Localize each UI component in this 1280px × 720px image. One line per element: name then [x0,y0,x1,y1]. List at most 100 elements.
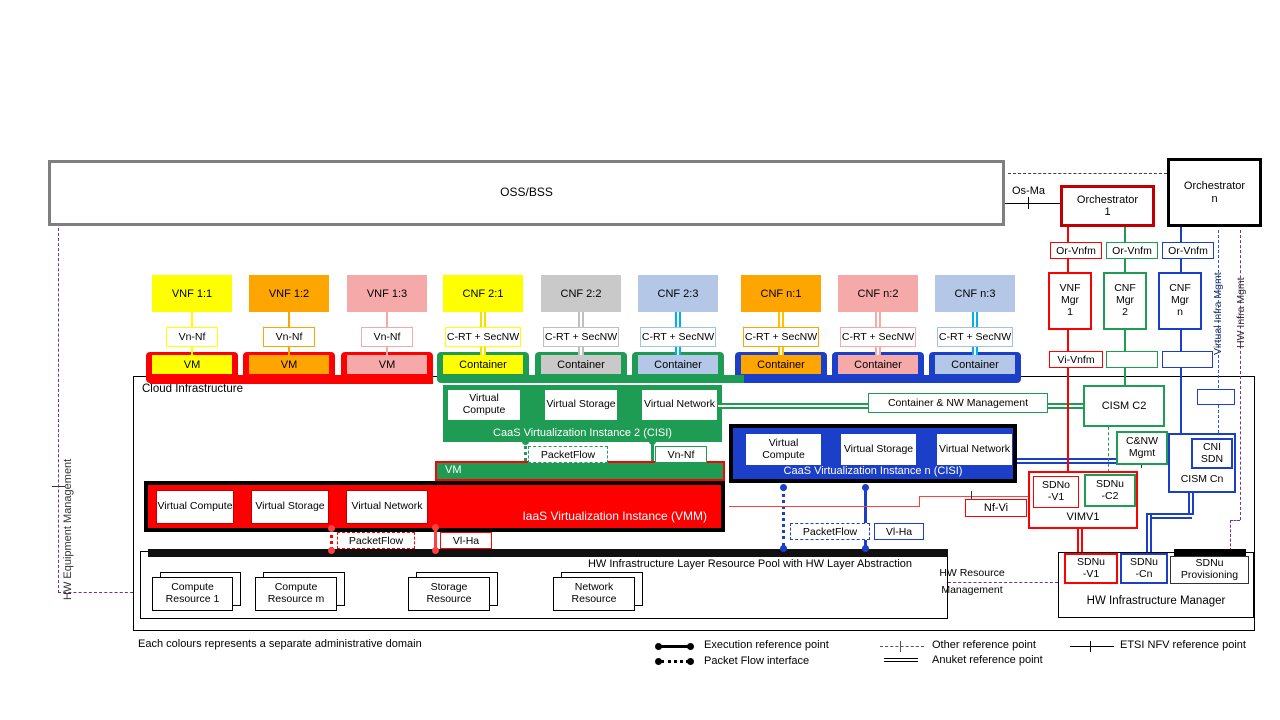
legend-exec-label: Execution reference point [704,639,829,651]
nf-runtime-4: Container [541,355,621,374]
nf-runtime-1: VM [249,355,329,374]
caas2-virtual-network: Virtual Network [641,389,718,421]
caasn-vc-label: Virtual Compute [762,436,805,461]
caasn-virtual-network: Virtual Network [936,433,1013,466]
hw-resource-mgmt-line [948,582,1058,583]
caas2-box: Virtual Compute Virtual Storage Virtual … [443,385,722,442]
nf-label-4: CNF 2:2 [560,287,602,300]
vnf-mgr-1-l1: VNF [1059,282,1081,295]
vnf-mgr-1-l3: 1 [1067,305,1073,318]
vi-vnfm-text: Vi-Vnfm [1057,353,1095,366]
caasn-virtual-compute: Virtual Compute [745,433,822,466]
cnf-mgr-2-l3: 2 [1122,305,1128,318]
nf-runtime-label-2: VM [378,358,396,371]
cnw-mgmt-l1: C&NW [1125,435,1159,448]
nf-runtime-label-6: Container [757,358,805,371]
cni-sdn-l2: SDN [1200,452,1224,465]
caasn-vlha-label: Vl-Ha [874,523,924,540]
nf-vi-line-a [729,506,919,507]
caas2-vc-label: Virtual Compute [462,392,506,416]
cismc2-sdnu-dashed-line [1108,427,1109,472]
sdnu-cn-l2: -Cn [1135,567,1153,580]
or-vnfm-label-1: Or-Vnfm [1106,242,1158,259]
vi-vnfm-label: Vi-Vnfm [1049,351,1103,368]
caasn-packetflow-dot-bottom [780,545,787,552]
cnw-mgmt-box: C&NW Mgmt [1116,431,1168,465]
compute-resource-m-l2: Resource m [267,593,325,605]
iaas-vlha-dot-bottom [432,547,439,554]
caas2-virtual-compute: Virtual Compute [447,389,521,421]
sdnu-provisioning-box: SDNu Provisioning [1170,556,1249,584]
container-nw-mgmt-label: Container & NW Management [868,393,1048,413]
caas2-domain-bar [443,375,845,383]
legend-anuket-label: Anuket reference point [932,654,1043,666]
legend-packet-label: Packet Flow interface [704,655,810,667]
cnf-mgr-2-l2: Mgr [1115,294,1135,307]
network-resource-box: Network Resource [553,577,635,611]
legend-etsi-line [1070,646,1114,647]
caasn-packetflow-label: PacketFlow [790,523,870,540]
iaas-packetflow-dot-bottom [328,547,335,554]
compute-resource-1-l2: Resource 1 [165,593,220,605]
hw-infra-manager-label: HW Infrastructure Manager [1086,595,1226,607]
nf-ref-5: C-RT + SecNW [640,327,716,347]
iaas-vlha-label: Vl-Ha [440,532,492,549]
nf-box-8: CNF n:3 [935,275,1015,312]
sdnu-prov-l1: SDNu [1195,557,1224,570]
network-resource-l2: Resource [571,593,617,605]
iaas-vc-label: Virtual Compute [157,500,233,513]
vm-domain-bar [150,375,433,384]
nf-runtime-8: Container [935,355,1015,374]
hw-resource-mgmt-l2: Management [941,584,1003,596]
cism-c2-label: CISM C2 [1101,399,1147,412]
cni-sdn-box: CNI SDN [1191,438,1233,469]
or-vnfm-label-0: Or-Vnfm [1050,242,1102,259]
iaas-vs-label: Virtual Storage [255,500,325,513]
or-vnfm-text-1: Or-Vnfm [1112,244,1152,257]
hw-infra-manager-box: SDNu -V1 SDNu -Cn SDNu Provisioning HW I… [1058,552,1254,618]
cism-c2-box: CISM C2 [1083,385,1165,427]
orchestrator-n-name: Orchestrator [1183,180,1246,193]
hw-infra-mgmt-line [1240,230,1241,520]
nf-ref-label-5: C-RT + SecNW [641,331,715,343]
nf-ref-label-7: C-RT + SecNW [841,331,915,343]
nf-ref-3: C-RT + SecNW [445,327,521,347]
iaas-vlha-text: Vl-Ha [452,534,480,547]
nf-vi-line-b [919,496,1028,497]
nf-label-1: VNF 1:2 [268,287,310,300]
cism-cn-box: CNI SDN CISM Cn [1168,433,1236,493]
nf-runtime-label-1: VM [280,358,298,371]
nf-ref-label-1: Vn-Nf [275,331,303,343]
virtual-infra-mgmt-label: Virtual Infra Mgmt [1212,272,1224,355]
sdnu-provisioning-bar [1174,549,1246,556]
nf-ref-label-2: Vn-Nf [373,331,401,343]
caas2-virtual-storage: Virtual Storage [544,389,618,421]
legend-packet-dot-r [687,658,694,665]
cloud-infrastructure-label: Cloud Infrastructure [142,383,243,395]
nf-runtime-label-5: Container [654,358,702,371]
nf-runtime-0: VM [152,355,232,374]
nf-ref-1: Vn-Nf [263,327,315,347]
empty-ref-box-blue [1162,351,1213,368]
hw-abstraction-bar [148,549,948,557]
nf-ref-6: C-RT + SecNW [743,327,819,347]
nf-vi-line-step [919,496,920,507]
caasn-cism-line [1017,458,1172,464]
nf-vi-tick [971,491,972,502]
legend-packet-dot-l [655,658,662,665]
nf-ref-label-8: C-RT + SecNW [938,331,1012,343]
caasn-domain-bar [744,375,1014,383]
or-vnfm-text-0: Or-Vnfm [1056,244,1096,257]
sdnu-v1-l2: -V1 [1082,567,1100,580]
sdnu-c2-box: SDNu -C2 [1084,474,1136,507]
nf-vi-text: Nf-Vi [983,502,1009,514]
hw-pool-caption: HW Infrastructure Layer Resource Pool wi… [587,558,912,570]
cnf-mgr-n-l1: CNF [1169,282,1191,295]
iaas-packetflow-text: PacketFlow [348,534,404,547]
nf-ref-8: C-RT + SecNW [937,327,1013,347]
cnf-mgr-2-box: CNF Mgr 2 [1103,272,1147,330]
nf-label-7: CNF n:2 [857,287,899,300]
sdno-v1-l1: SDNo [1041,479,1070,492]
caas2-packetflow-dot-top [522,438,529,445]
